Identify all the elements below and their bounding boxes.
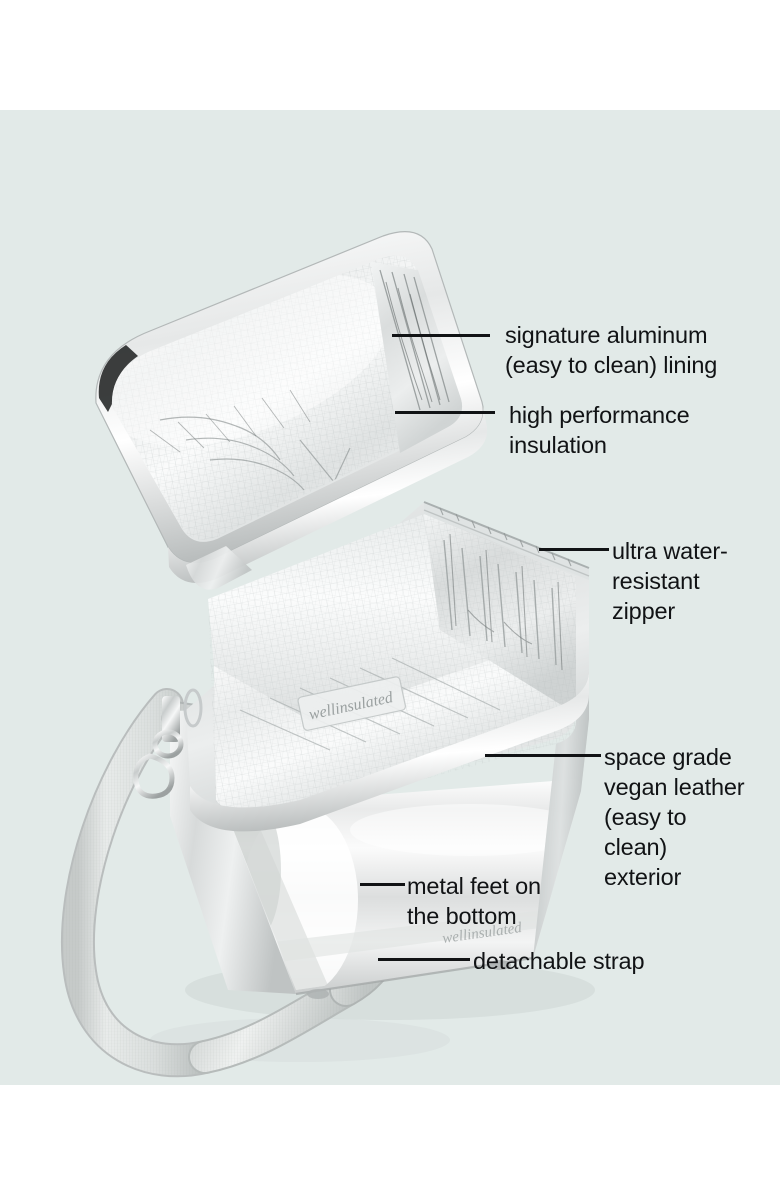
callout-lining-text: signature aluminum (easy to clean) linin…	[505, 322, 718, 378]
water-resistant-zipper	[423, 501, 590, 580]
callout-feet: metal feet on the bottom	[407, 871, 607, 931]
leader-line-insulation	[395, 411, 495, 414]
callout-feet-text: metal feet on the bottom	[407, 873, 541, 929]
product-photo-lunchbox: wellinsulated	[0, 110, 780, 1085]
callout-insulation: high performance insulation	[509, 400, 749, 460]
strap-clip-hardware	[133, 688, 203, 799]
interior-cavity: wellinsulated	[186, 502, 589, 832]
leader-line-leather	[485, 754, 601, 757]
callout-insulation-text: high performance insulation	[509, 402, 690, 458]
callout-strap: detachable strap	[473, 946, 703, 976]
callout-leather: space grade vegan leather (easy to clean…	[604, 742, 779, 892]
callout-strap-text: detachable strap	[473, 948, 645, 974]
leader-line-strap	[378, 958, 470, 961]
leader-line-zipper	[539, 548, 609, 551]
metal-feet	[307, 960, 511, 999]
leader-line-lining	[392, 334, 490, 337]
callout-leather-text: space grade vegan leather (easy to clean…	[604, 744, 745, 890]
box-body: wellinsulated	[170, 670, 589, 999]
leader-line-feet	[360, 883, 405, 886]
callout-zipper-text: ultra water- resistant zipper	[612, 538, 728, 624]
callout-zipper: ultra water- resistant zipper	[612, 536, 777, 626]
callout-lining: signature aluminum (easy to clean) linin…	[505, 320, 755, 380]
